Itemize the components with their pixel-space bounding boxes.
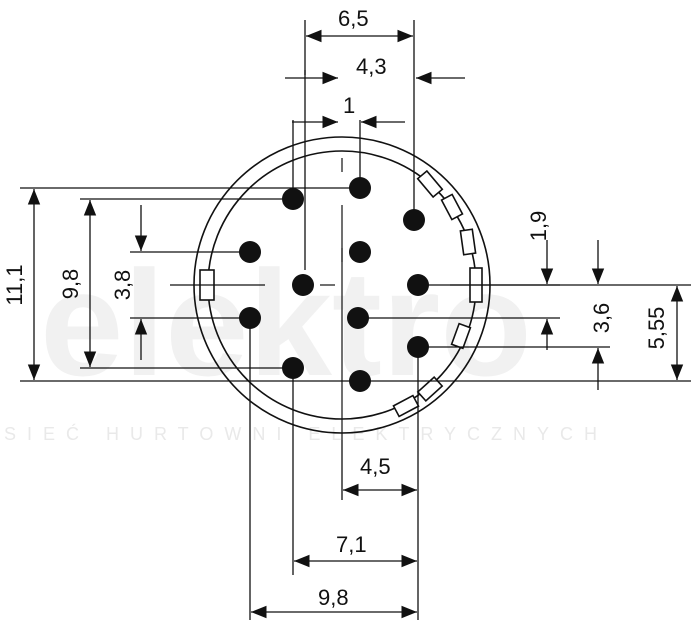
label-height-outer: 11,1 bbox=[2, 264, 27, 305]
dimension-lines bbox=[27, 29, 684, 619]
label-right-mid: 3,6 bbox=[589, 303, 614, 334]
pin bbox=[282, 188, 304, 210]
label-bottom-large: 9,8 bbox=[318, 585, 349, 610]
label-height-mid: 9,8 bbox=[58, 269, 83, 300]
label-right-small: 1,9 bbox=[526, 211, 551, 242]
dimension-labels: 6,5 4,3 1 11,1 9,8 3,8 1,9 3,6 5,55 4,5 … bbox=[2, 6, 669, 610]
pins bbox=[239, 177, 429, 392]
label-bottom-mid: 7,1 bbox=[336, 532, 367, 557]
notch-right-3 bbox=[450, 322, 472, 350]
notch-right-1 bbox=[459, 228, 477, 256]
pin bbox=[403, 209, 425, 231]
label-bottom-small: 4,5 bbox=[360, 454, 391, 479]
pin bbox=[239, 307, 261, 329]
pin bbox=[239, 241, 261, 263]
notch-top-right-2 bbox=[440, 193, 464, 221]
label-right-large: 5,55 bbox=[644, 307, 669, 350]
pin bbox=[407, 274, 429, 296]
pin bbox=[349, 177, 371, 199]
pin bbox=[292, 274, 314, 296]
pin bbox=[347, 307, 369, 329]
label-inner-width: 4,3 bbox=[356, 54, 387, 79]
pin bbox=[282, 357, 304, 379]
pin bbox=[407, 336, 429, 358]
label-height-inner: 3,8 bbox=[110, 270, 135, 301]
watermark-tagline: SIEĆ HURTOWNI ELEKTRYCZNYCH bbox=[4, 423, 608, 444]
notch-top-right bbox=[416, 169, 444, 199]
watermark: elektro SIEĆ HURTOWNI ELEKTRYCZNYCH bbox=[4, 239, 608, 444]
watermark-brand: elektro bbox=[40, 239, 532, 407]
pin bbox=[349, 370, 371, 392]
pin bbox=[349, 241, 371, 263]
label-top-width: 6,5 bbox=[338, 6, 369, 31]
label-pin-pitch: 1 bbox=[343, 93, 355, 118]
notch-bottom-right-2 bbox=[392, 394, 420, 418]
